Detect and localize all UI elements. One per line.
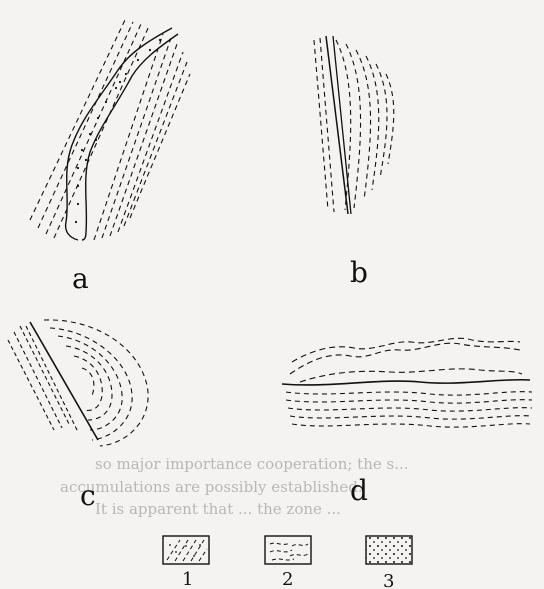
legend-label-1: 1 <box>182 569 193 589</box>
panel-b-diagram <box>314 36 394 214</box>
legend-swatch-1 <box>163 536 209 564</box>
panel-label-d: d <box>350 474 368 507</box>
legend-label-3: 3 <box>383 571 394 589</box>
panel-d-diagram <box>282 338 532 427</box>
panel-label-c: c <box>80 479 96 512</box>
legend-label-2: 2 <box>282 569 293 589</box>
panel-label-a: a <box>72 262 89 295</box>
legend-swatch-2 <box>265 536 311 564</box>
panel-a-diagram <box>30 20 190 240</box>
legend-swatch-3 <box>366 536 412 564</box>
panel-label-b: b <box>350 256 368 289</box>
panel-c-diagram <box>8 320 148 446</box>
